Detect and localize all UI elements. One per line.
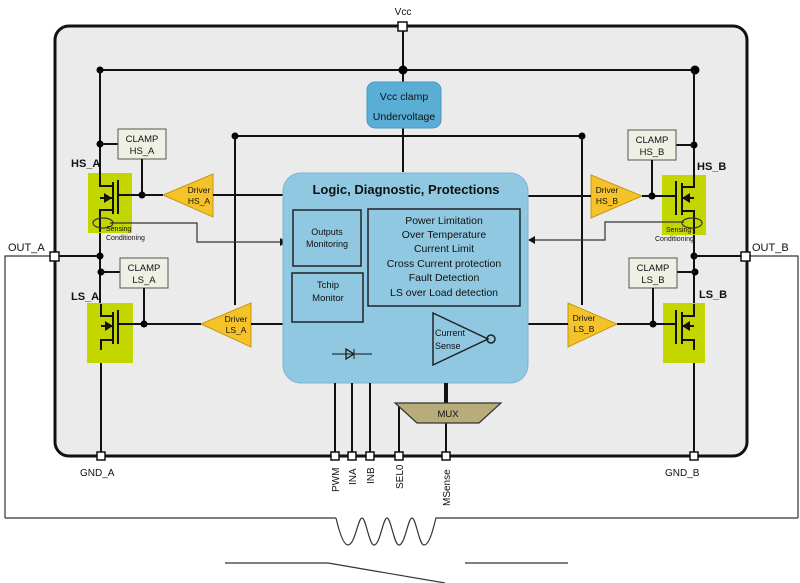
gnd-b-label: GND_B [665, 468, 700, 479]
driver-hs-b: Driver HS_B [527, 174, 652, 219]
vcc-clamp-label: Vcc clamp [380, 91, 429, 103]
driver-hs-a: Driver HS_A [142, 173, 283, 218]
msense-label: MSense [442, 469, 453, 506]
hs-b-label: HS_B [697, 161, 726, 173]
svg-text:Current Limit: Current Limit [414, 243, 474, 255]
ls-a-label: LS_A [71, 291, 99, 303]
load-wire-right [745, 255, 799, 518]
svg-text:Current: Current [435, 328, 466, 338]
logic-block-title: Logic, Diagnostic, Protections [312, 182, 499, 197]
clamp-hs-b: CLAMP HS_B [627, 129, 677, 196]
out-a-label: OUT_A [8, 242, 45, 254]
pin-inb [365, 451, 375, 461]
pin-gnd-a [96, 451, 106, 461]
outputs-monitoring-box [292, 209, 362, 267]
pin-out-a [49, 251, 60, 262]
pin-ina [347, 451, 357, 461]
pin-msense [441, 451, 451, 461]
svg-text:Power Limitation: Power Limitation [405, 215, 483, 227]
svg-text:CLAMP: CLAMP [126, 134, 159, 145]
svg-text:Outputs: Outputs [311, 227, 343, 237]
conditioning-label-a: Conditioning [106, 235, 145, 242]
tchip-monitor-box [291, 272, 364, 323]
svg-text:LS_B: LS_B [574, 324, 595, 334]
pin-gnd-b [689, 451, 699, 461]
svg-text:Sense: Sense [435, 341, 461, 351]
svg-text:Fault Detection: Fault Detection [409, 272, 480, 284]
svg-text:HS_A: HS_A [188, 196, 211, 206]
sensing-label-a: Sensing [106, 226, 131, 233]
svg-text:Tchip: Tchip [317, 280, 339, 291]
pin-sel0 [394, 451, 404, 461]
svg-text:HS_B: HS_B [596, 196, 619, 206]
mux-label: MUX [437, 409, 459, 420]
svg-text:CLAMP: CLAMP [128, 263, 161, 274]
ina-label: INA [348, 468, 359, 485]
svg-text:HS_B: HS_B [640, 147, 665, 158]
svg-text:Driver: Driver [573, 313, 596, 323]
leg-a [55, 70, 120, 456]
out-b-label: OUT_B [752, 242, 789, 254]
svg-text:LS over Load detection: LS over Load detection [390, 287, 498, 299]
svg-text:Cross Current protection: Cross Current protection [387, 258, 502, 270]
vcc-rail [96, 26, 700, 172]
external-load-circuit [4, 255, 799, 518]
svg-text:Driver: Driver [188, 185, 211, 195]
conditioning-label-b: Conditioning [655, 236, 694, 243]
mux-block: MUX [393, 402, 503, 424]
clamp-ls-a: CLAMP LS_A [119, 257, 169, 324]
inb-label: INB [366, 467, 377, 484]
svg-text:LS_A: LS_A [226, 325, 247, 335]
driver-ls-a: Driver LS_A [144, 302, 283, 348]
arrow-icon [528, 236, 535, 244]
ls-b-label: LS_B [699, 289, 727, 301]
mosfet-ls-a [87, 303, 148, 363]
sensing-feedback-b [535, 221, 684, 241]
svg-text:Monitoring: Monitoring [306, 239, 348, 249]
svg-text:CLAMP: CLAMP [636, 135, 669, 146]
mosfet-ls-b [649, 303, 705, 363]
sel0-label: SEL0 [395, 464, 406, 489]
internal-rail [231, 132, 586, 305]
control-inputs [334, 383, 448, 456]
hs-a-label: HS_A [71, 158, 100, 170]
svg-text:LS_A: LS_A [132, 275, 156, 286]
svg-text:Driver: Driver [225, 314, 248, 324]
load-inductor-icon [5, 517, 798, 546]
pin-pwm [330, 451, 340, 461]
svg-text:Driver: Driver [596, 185, 619, 195]
driver-ls-b: Driver LS_B [527, 302, 653, 348]
svg-text:CLAMP: CLAMP [637, 263, 670, 274]
current-sense-amp-icon [432, 311, 490, 367]
logic-block: Logic, Diagnostic, Protections Outputs M… [282, 172, 529, 384]
clamp-hs-a: CLAMP HS_A [117, 128, 167, 195]
svg-text:Monitor: Monitor [312, 293, 344, 304]
svg-text:Over Temperature: Over Temperature [402, 229, 487, 241]
vcc-pin-label: Vcc [395, 7, 412, 18]
svg-text:LS_B: LS_B [641, 275, 664, 286]
vcc-clamp-block: Vcc clamp Undervoltage [366, 81, 442, 129]
pin-out-b [740, 251, 751, 262]
leg-b [676, 70, 745, 456]
sensing-label-b: Sensing [666, 227, 691, 234]
protections-box [367, 208, 521, 307]
load-wire-left [4, 255, 55, 518]
clamp-ls-b: CLAMP LS_B [628, 257, 678, 324]
undervoltage-label: Undervoltage [373, 111, 436, 123]
svg-text:HS_A: HS_A [130, 146, 155, 157]
load-switch-icon [225, 562, 568, 583]
gnd-a-label: GND_A [80, 468, 115, 479]
sensing-feedback-a [110, 222, 280, 243]
mosfet-hs-b: Sensing Conditioning [648, 175, 706, 243]
pwm-label: PWM [331, 468, 342, 492]
diode-icon [332, 347, 372, 361]
pin-vcc [397, 21, 408, 32]
